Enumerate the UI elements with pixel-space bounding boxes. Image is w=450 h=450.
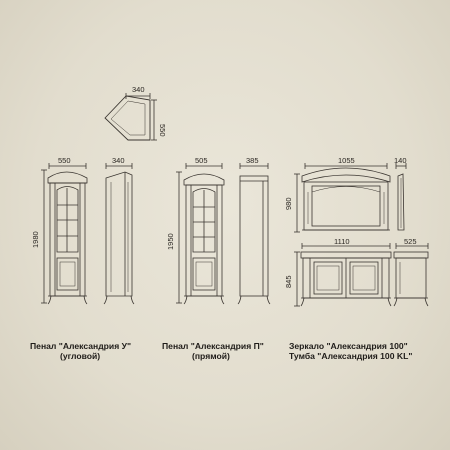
straight-depth-dim: 385 — [246, 156, 259, 165]
corner-height-dim: 1980 — [31, 231, 40, 248]
mirror-width-dim: 1055 — [338, 156, 355, 165]
mirror-height-dim: 980 — [284, 197, 293, 210]
straight-caption-title: Пенал "Александрия П" — [162, 341, 264, 351]
vanity-depth-dim: 525 — [404, 237, 417, 246]
corner-plan-view: 340 550 — [104, 85, 167, 141]
vanity-front: 1110 845 — [284, 237, 392, 307]
corner-plan-depth: 550 — [158, 124, 167, 137]
corner-caption-title: Пенал "Александрия У" — [30, 341, 132, 351]
vanity-side: 525 — [393, 237, 429, 307]
corner-cabinet-caption: Пенал "Александрия У" (угловой) — [30, 341, 131, 361]
corner-depth-dim: 340 — [112, 156, 125, 165]
straight-cabinet-side: 385 — [237, 156, 271, 305]
corner-cabinet-front: 550 1980 — [31, 156, 88, 305]
straight-cabinet-caption: Пенал "Александрия П" (прямой) — [162, 341, 264, 361]
straight-cabinet-front: 505 1950 — [166, 156, 225, 305]
corner-caption-subtitle: (угловой) — [60, 351, 101, 361]
straight-height-dim: 1950 — [166, 233, 175, 250]
mirror-vanity-caption: Зеркало "Александрия 100" Тумба "Алексан… — [289, 341, 412, 361]
straight-caption-subtitle: (прямой) — [192, 351, 230, 361]
vanity-caption: Тумба "Александрия 100 KL" — [289, 351, 413, 361]
mirror-front: 1055 980 — [284, 156, 391, 233]
straight-width-dim: 505 — [195, 156, 208, 165]
vanity-height-dim: 845 — [284, 275, 293, 288]
corner-cabinet-side: 340 — [103, 156, 135, 305]
mirror-caption: Зеркало "Александрия 100" — [289, 341, 408, 351]
mirror-side: 140 — [394, 156, 407, 231]
corner-plan-width: 340 — [132, 85, 145, 94]
mirror-depth-dim: 140 — [394, 156, 407, 165]
vanity-width-dim: 1110 — [334, 237, 350, 246]
corner-width-dim: 550 — [58, 156, 71, 165]
